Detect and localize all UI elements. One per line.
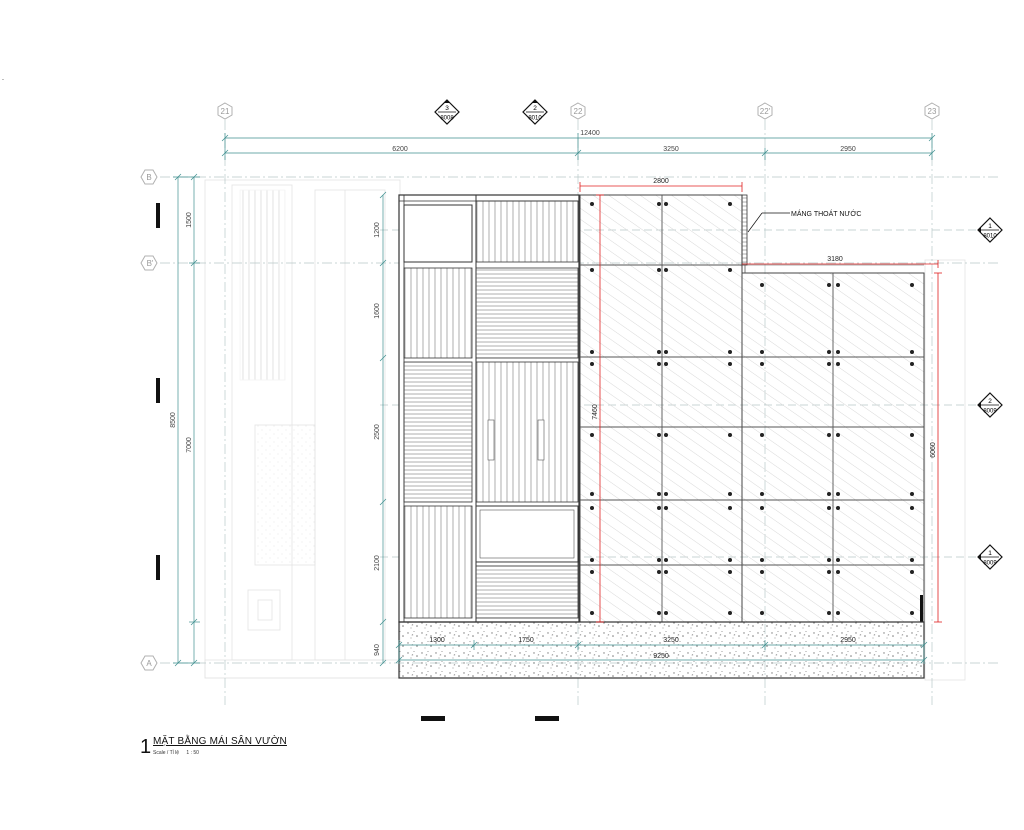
dim-red-7460: 7460: [592, 404, 599, 420]
grid-label-23: 23: [928, 107, 937, 116]
dim-top-3250: 3250: [663, 146, 679, 153]
section-marker-1-8009: 1 8009: [977, 544, 1003, 570]
grid-label-22-prime: 22': [760, 107, 771, 116]
svg-text:8010: 8010: [983, 234, 997, 240]
dim-left-7000: 7000: [186, 437, 193, 453]
dim-bottom-1750: 1750: [518, 637, 534, 644]
dim-left-1500: 1500: [186, 212, 193, 228]
grid-label-b: B: [146, 173, 151, 182]
svg-text:8009: 8009: [983, 409, 997, 415]
svg-text:1: 1: [988, 223, 992, 230]
scale-value: 1 : 50: [186, 750, 199, 756]
grid-label-22: 22: [574, 107, 583, 116]
dim-top-2950: 2950: [840, 146, 856, 153]
dim-red-2800: 2800: [653, 178, 669, 185]
dim-inner-1200: 1200: [374, 222, 381, 238]
red-dimension-lines: [579, 182, 942, 623]
grid-label-21: 21: [221, 107, 230, 116]
dim-top-6200: 6200: [392, 146, 408, 153]
dim-inner-1600: 1600: [374, 303, 381, 319]
corner-mark: ˇ: [2, 80, 4, 86]
background-plan: [204, 179, 966, 681]
dim-red-6060: 6060: [930, 442, 937, 458]
dim-red-3180: 3180: [827, 256, 843, 263]
inner-dimension-lines: [379, 191, 387, 667]
drawing-scale: Scale / Tỉ lệ 1 : 50: [153, 750, 205, 756]
svg-text:2: 2: [533, 105, 537, 112]
gutter-annotation: MÁNG THOÁT NƯỚC: [747, 209, 861, 233]
section-marker-1-8010: 1 8010: [977, 217, 1003, 243]
gutter-annotation-text: MÁNG THOÁT NƯỚC: [791, 209, 861, 218]
dim-bottom-3250: 3250: [663, 637, 679, 644]
left-dimension-lines: [173, 173, 200, 667]
grid-column-bubbles: [217, 102, 940, 120]
glass-roof-panels: [579, 194, 925, 623]
dim-bottom-1300: 1300: [429, 637, 445, 644]
dim-bottom-total: 9250: [653, 653, 669, 660]
section-marker-2-8010: 2 8010: [522, 99, 548, 125]
dim-bottom-2950: 2950: [840, 637, 856, 644]
dim-left-940: 940: [374, 644, 381, 656]
panel-fixing-dots: [590, 202, 914, 615]
section-cut-marks: [156, 203, 559, 721]
louver-block: [398, 194, 580, 623]
concrete-base-slab: [395, 621, 928, 679]
top-dimension-lines: [221, 133, 936, 160]
svg-text:2: 2: [988, 398, 992, 405]
dim-left-8500: 8500: [170, 412, 177, 428]
svg-text:3: 3: [445, 105, 449, 112]
drawing-number: 1: [140, 736, 152, 758]
grid-label-a: A: [146, 659, 152, 668]
dim-inner-2500: 2500: [374, 424, 381, 440]
dim-inner-2100: 2100: [374, 555, 381, 571]
svg-text:8010: 8010: [528, 116, 542, 122]
svg-text:8009: 8009: [983, 561, 997, 567]
drawing-title: MẶT BẰNG MÁI SÂN VƯỜN: [153, 736, 287, 747]
svg-text:8008: 8008: [440, 116, 454, 122]
section-marker-3-8008: 3 8008: [434, 99, 460, 125]
scale-label: Scale / Tỉ lệ: [153, 750, 180, 756]
grid-label-b-prime: B': [147, 259, 154, 268]
dim-top-total: 12400: [580, 130, 600, 137]
section-marker-2-8009: 2 8009: [977, 392, 1003, 418]
svg-text:1: 1: [988, 550, 992, 557]
grid-row-bubbles: [140, 169, 158, 671]
